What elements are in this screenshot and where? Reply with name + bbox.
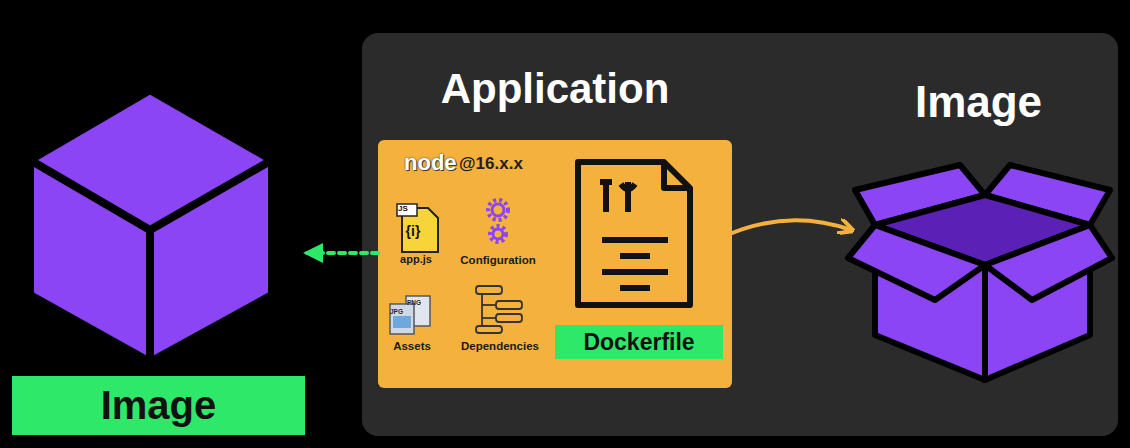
heading: Application — [378, 66, 732, 112]
item-label: app.js — [388, 253, 444, 265]
application-area — [378, 140, 732, 388]
file-symbol: {i} — [388, 224, 438, 239]
version: @16.x.x — [459, 155, 523, 174]
image-files-icon — [390, 296, 430, 334]
heading: Image — [845, 78, 1112, 126]
js-tag: JS — [398, 205, 408, 214]
app-file: JS {i} app.js — [388, 202, 444, 268]
gear-icon — [488, 200, 508, 242]
file-type: PNG — [407, 299, 421, 306]
open-box — [848, 165, 1112, 380]
document-icon — [578, 162, 690, 305]
node-logo: node — [404, 151, 457, 175]
dependencies-item: Dependencies — [450, 280, 550, 354]
dependency-icon — [476, 286, 522, 333]
file-type: JPG — [390, 308, 403, 315]
arrow — [725, 220, 851, 236]
application-box: ApplicationJS {i} app.js ConfigurationJPG PN… — [378, 62, 732, 388]
image-label: Image — [12, 376, 305, 435]
image-block: Image — [845, 70, 1112, 382]
dockerfile-item: Dockerfile — [555, 155, 725, 361]
assets-item: JPG PNG Assets — [386, 292, 438, 354]
item-label: Dependencies — [450, 340, 550, 353]
panel — [362, 33, 1118, 436]
dockerfile-label: Dockerfile — [555, 325, 723, 359]
configuration-item: Configuration — [450, 196, 546, 268]
cube — [30, 90, 272, 362]
item-label: Assets — [386, 340, 438, 353]
item-label: Configuration — [450, 254, 546, 267]
arrow — [307, 251, 378, 255]
image-block: Image — [12, 88, 305, 435]
